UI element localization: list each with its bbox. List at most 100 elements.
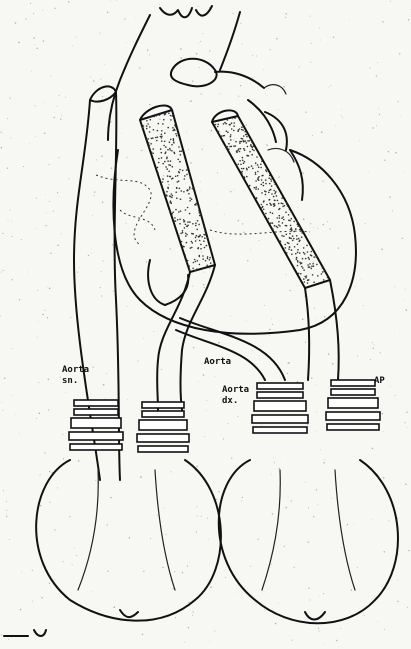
texture-dot bbox=[189, 561, 190, 562]
texture-dot bbox=[317, 504, 318, 505]
graft-dot bbox=[227, 132, 229, 134]
graft-dot bbox=[170, 176, 172, 178]
graft-dot bbox=[291, 253, 293, 255]
graft-dot bbox=[297, 244, 299, 246]
label-aorta-dx-line1: Aorta bbox=[222, 385, 249, 395]
graft-dot bbox=[285, 247, 287, 249]
texture-dot bbox=[351, 589, 352, 590]
graft-dot bbox=[304, 276, 306, 278]
texture-dot bbox=[21, 571, 22, 572]
texture-dot bbox=[8, 639, 9, 640]
texture-dot bbox=[316, 412, 317, 413]
texture-dot bbox=[54, 8, 55, 9]
texture-dot bbox=[319, 28, 320, 29]
graft-dot bbox=[231, 146, 233, 148]
graft-dot bbox=[301, 266, 303, 268]
graft-dot bbox=[180, 198, 182, 200]
texture-dot bbox=[378, 109, 379, 110]
graft-dot bbox=[179, 169, 181, 171]
texture-dot bbox=[335, 126, 336, 127]
texture-dot bbox=[336, 640, 337, 641]
graft-dot bbox=[270, 204, 272, 206]
texture-dot bbox=[106, 373, 107, 374]
texture-dot bbox=[1, 272, 2, 273]
texture-dot bbox=[18, 42, 20, 44]
texture-dot bbox=[100, 79, 101, 80]
texture-dot bbox=[25, 18, 26, 19]
texture-dot bbox=[392, 210, 393, 211]
graft-dot bbox=[241, 172, 243, 174]
graft-dot bbox=[251, 165, 253, 167]
texture-dot bbox=[230, 316, 231, 317]
graft-dot bbox=[251, 154, 253, 156]
graft-dot bbox=[293, 238, 295, 240]
graft-dot bbox=[179, 219, 181, 221]
texture-dot bbox=[23, 166, 24, 167]
graft-dot bbox=[159, 114, 161, 116]
texture-dot bbox=[328, 353, 329, 354]
graft-dot bbox=[276, 226, 278, 228]
graft-dot bbox=[173, 152, 175, 154]
label-aorta-dx-line2: dx. bbox=[222, 396, 238, 406]
graft-dot bbox=[210, 250, 212, 252]
graft-dot bbox=[227, 148, 229, 150]
texture-dot bbox=[246, 321, 247, 322]
texture-dot bbox=[174, 571, 175, 572]
graft-dot bbox=[295, 228, 297, 230]
graft-dot bbox=[165, 151, 167, 153]
graft-dot bbox=[184, 227, 186, 229]
graft-dot bbox=[244, 176, 246, 178]
graft-dot bbox=[150, 119, 152, 121]
graft-dot bbox=[191, 233, 193, 235]
texture-dot bbox=[12, 236, 13, 237]
graft-dot bbox=[288, 248, 290, 250]
graft-dot bbox=[312, 274, 314, 276]
graft-dot bbox=[207, 258, 209, 260]
texture-dot bbox=[215, 376, 216, 377]
texture-dot bbox=[150, 538, 151, 539]
texture-dot bbox=[3, 410, 4, 411]
graft-dot bbox=[230, 134, 232, 136]
texture-dot bbox=[218, 342, 220, 344]
graft-dot bbox=[286, 234, 288, 236]
texture-dot bbox=[292, 640, 293, 641]
graft-dot bbox=[149, 126, 151, 128]
texture-dot bbox=[319, 596, 320, 597]
texture-dot bbox=[407, 607, 408, 608]
graft-dot bbox=[269, 203, 271, 205]
graft-dot bbox=[203, 226, 205, 228]
graft-dot bbox=[184, 178, 186, 180]
ring-band bbox=[331, 380, 375, 386]
label-aorta-sin-line1: Aorta bbox=[62, 365, 89, 375]
graft-dot bbox=[221, 135, 223, 137]
texture-dot bbox=[60, 119, 61, 120]
texture-dot bbox=[278, 109, 279, 110]
graft-dot bbox=[195, 222, 197, 224]
texture-dot bbox=[88, 255, 89, 256]
graft-dot bbox=[165, 146, 167, 148]
graft-dot bbox=[176, 135, 178, 137]
graft-dot bbox=[286, 202, 288, 204]
texture-dot bbox=[243, 232, 244, 233]
texture-dot bbox=[285, 13, 286, 14]
texture-dot bbox=[399, 53, 400, 54]
texture-dot bbox=[310, 223, 311, 224]
graft-dot bbox=[327, 277, 329, 279]
graft-dot bbox=[175, 209, 177, 211]
graft-dot bbox=[268, 177, 270, 179]
graft-dot bbox=[182, 170, 184, 172]
texture-dot bbox=[196, 506, 197, 507]
texture-dot bbox=[34, 105, 35, 106]
texture-dot bbox=[193, 347, 194, 348]
texture-dot bbox=[234, 593, 235, 594]
graft-dot bbox=[142, 127, 144, 129]
graft-dot bbox=[148, 146, 150, 148]
graft-dot bbox=[241, 126, 243, 128]
graft-dot bbox=[308, 266, 310, 268]
texture-dot bbox=[233, 139, 234, 140]
graft-dot bbox=[204, 231, 206, 233]
graft-dot bbox=[200, 244, 202, 246]
texture-dot bbox=[29, 144, 30, 145]
texture-dot bbox=[72, 45, 73, 46]
graft-dot bbox=[178, 211, 180, 213]
